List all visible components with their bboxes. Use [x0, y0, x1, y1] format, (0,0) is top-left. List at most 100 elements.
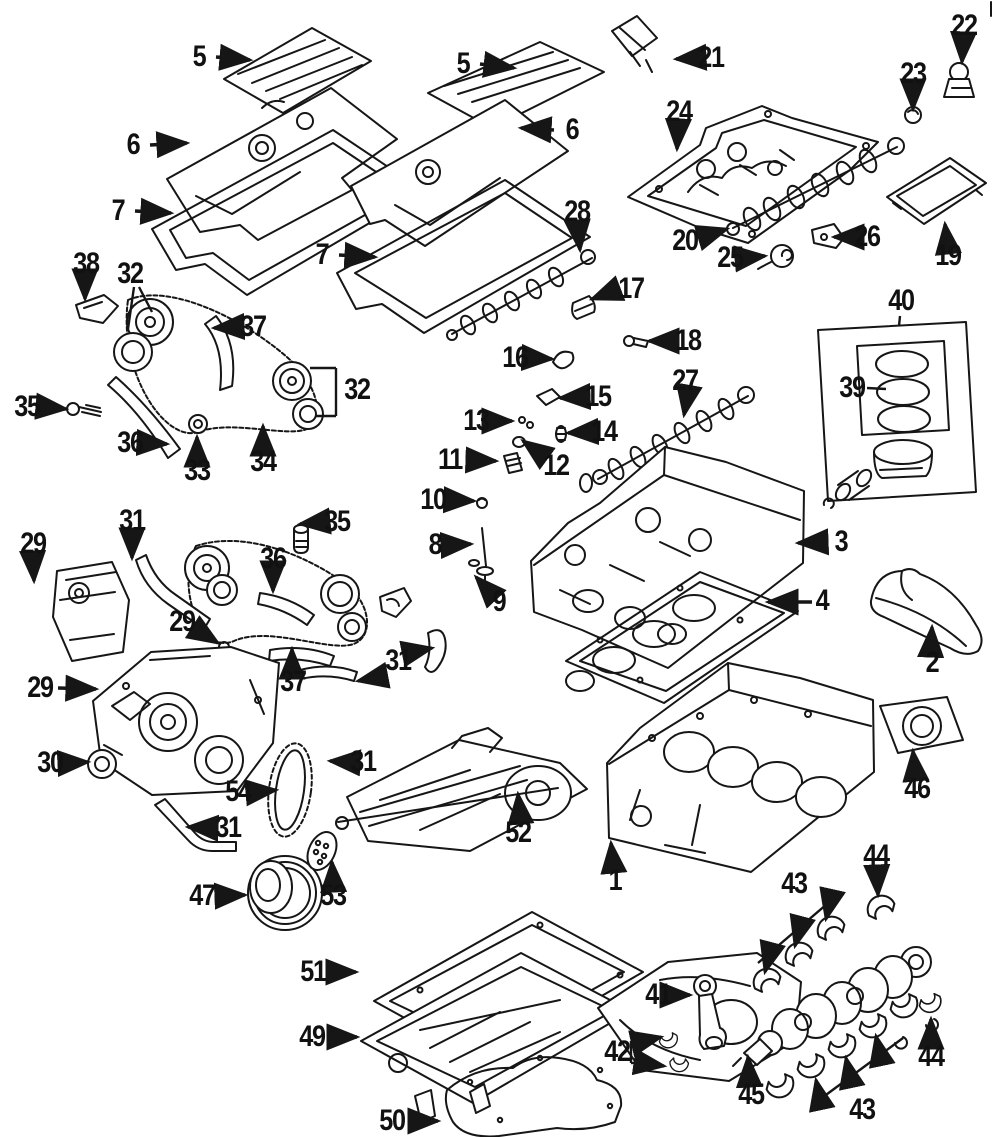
- callout-35-37: 35: [14, 390, 41, 423]
- callout-arrow-20: [693, 225, 731, 251]
- callout-13-19: 13: [463, 404, 490, 437]
- rear-main-seal-housing: [879, 696, 964, 754]
- ignition-coil: [611, 15, 658, 73]
- callout-arrow-35: [34, 392, 70, 420]
- callout-29-42: 29: [20, 527, 47, 560]
- callout-arrow-6: [149, 131, 191, 159]
- callout-arrow-17: [588, 275, 626, 301]
- callout-arrow-45: [735, 1053, 764, 1089]
- callout-arrow-5: [215, 43, 254, 71]
- callout-24-7: 24: [666, 95, 693, 128]
- callout-arrow-43: [868, 1032, 896, 1069]
- callout-37-36: 37: [240, 310, 267, 343]
- callout-32-35: 32: [117, 257, 144, 290]
- callout-1-33: 1: [608, 864, 623, 897]
- callout-14-20: 14: [591, 415, 618, 448]
- callout-arrow-54: [244, 779, 280, 807]
- callout-35-44: 35: [324, 505, 351, 538]
- callout-arrow-43: [808, 1076, 836, 1113]
- callout-arrow-31: [184, 814, 220, 842]
- callout-arrow-22: [949, 30, 978, 66]
- callout-7-2: 7: [111, 194, 126, 227]
- callout-52-56: 52: [505, 816, 532, 849]
- callout-arrow-9: [473, 574, 507, 609]
- callout-6-1: 6: [126, 128, 141, 161]
- callout-arrow-42: [628, 1030, 665, 1057]
- callout-53-55: 53: [320, 879, 347, 912]
- callout-34-40: 34: [250, 445, 277, 478]
- callout-8-24: 8: [428, 528, 443, 561]
- callout-3-29: 3: [834, 525, 849, 558]
- callout-43-64: 43: [781, 867, 808, 900]
- callout-16-17: 16: [502, 341, 529, 374]
- callout-arrow-46: [902, 747, 930, 783]
- callout-arrow-43: [819, 886, 846, 923]
- callout-29-46: 29: [169, 605, 196, 638]
- callout-31-52: 31: [350, 745, 377, 778]
- callout-54-51: 54: [225, 775, 252, 808]
- callout-line-32: [126, 286, 136, 330]
- callout-arrow-28: [563, 218, 591, 254]
- callout-line-40: [897, 315, 902, 327]
- callout-line-39: [866, 386, 887, 391]
- breather-valve: [943, 62, 975, 98]
- callout-arrow-24: [664, 117, 693, 153]
- callout-arrow-6: [517, 116, 555, 144]
- cam-carrier-detail: [687, 142, 795, 196]
- callout-arrow-31: [399, 640, 436, 668]
- callout-arrow-14: [564, 417, 600, 446]
- callout-30-50: 30: [37, 746, 64, 779]
- callout-arrow-7: [134, 197, 175, 225]
- callout-23-9: 23: [900, 57, 927, 90]
- callout-17-15: 17: [618, 272, 645, 305]
- front-crank-seal: [87, 749, 117, 779]
- callout-42-61: 42: [604, 1035, 631, 1068]
- callout-arrow-36: [135, 428, 171, 457]
- valve-cover-gasket-right: [336, 179, 591, 334]
- callout-36-38: 36: [117, 426, 144, 459]
- callout-arrow-7: [338, 241, 379, 269]
- connecting-rod: [693, 974, 727, 1050]
- callout-27-26: 27: [672, 364, 699, 397]
- piston-ring-kit-box: [817, 321, 977, 509]
- engine-block: [606, 662, 875, 873]
- callout-5-3: 5: [456, 47, 471, 80]
- callout-31-53: 31: [215, 811, 242, 844]
- callout-41-60: 41: [645, 978, 672, 1011]
- callout-arrow-47: [213, 882, 249, 910]
- callout-31-48: 31: [385, 644, 412, 677]
- callout-9-25: 9: [492, 585, 507, 618]
- callout-12-21: 12: [543, 449, 570, 482]
- callout-arrow-53: [320, 858, 348, 894]
- callout-38-34: 38: [73, 247, 100, 280]
- callout-arrow-43: [838, 1054, 866, 1091]
- callout-44-63: 44: [863, 839, 890, 872]
- callout-arrow-35: [296, 507, 332, 535]
- chain-tensioner-pad: [379, 587, 412, 618]
- callout-arrow-11: [464, 446, 500, 474]
- callout-11-22: 11: [437, 443, 463, 476]
- crank-pulley: [247, 855, 323, 931]
- crankshaft: [732, 946, 932, 1067]
- callout-49-58: 49: [299, 1020, 326, 1053]
- callout-7-5: 7: [315, 238, 330, 271]
- callout-50-59: 50: [379, 1104, 406, 1137]
- callout-46-32: 46: [904, 772, 931, 805]
- cover-plate: [886, 157, 987, 225]
- valve-cover-gasket-left: [151, 129, 425, 296]
- upper-timing-cover: [52, 561, 130, 662]
- camshaft-intake-upper: [446, 249, 596, 341]
- callout-arrow-29: [184, 615, 221, 645]
- callout-18-16: 18: [675, 324, 702, 357]
- callout-arrow-30: [56, 749, 92, 778]
- callout-arrow-43: [759, 938, 786, 976]
- callout-19-10: 19: [935, 239, 962, 272]
- callout-28-14: 28: [564, 195, 591, 228]
- callout-arrow-19: [934, 220, 962, 256]
- camshaft-exhaust: [726, 137, 905, 236]
- callout-arrow-8: [439, 531, 475, 560]
- callout-arrow-37: [210, 312, 246, 341]
